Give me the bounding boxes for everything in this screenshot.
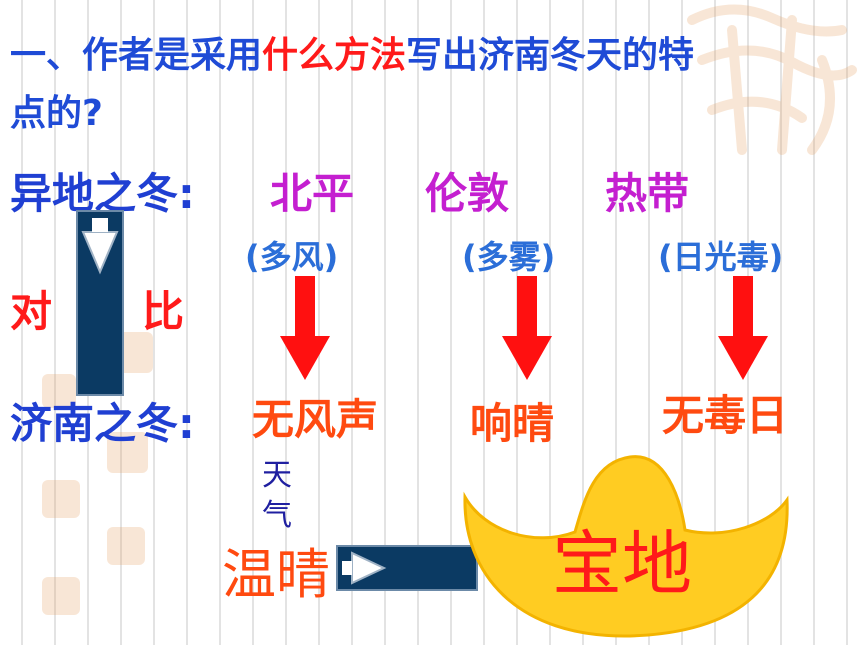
note-foggy: (多雾): [462, 238, 556, 276]
trait-mild-sun: 无毒日: [662, 391, 789, 440]
trait-sunny: 响晴: [470, 399, 555, 448]
right-arrow-icon: [336, 545, 478, 591]
contrast-right: 比: [142, 287, 185, 336]
city-london: 伦敦: [425, 169, 510, 218]
weather-char-1: 天: [262, 458, 292, 493]
arrow-down-icon: [718, 276, 768, 380]
contrast-left: 对: [10, 287, 53, 336]
other-places-label: 异地之冬:: [10, 169, 195, 218]
treasure-label: 宝地: [552, 523, 692, 605]
seal-stamp-icon: [42, 577, 80, 615]
weather-char-2: 气: [262, 498, 292, 533]
slide-title: 一、作者是采用什么方法写出济南冬天的特: [10, 28, 694, 84]
seal-stamp-icon: [42, 480, 80, 518]
note-sun: (日光毒): [658, 238, 784, 276]
weather-result: 温晴: [222, 543, 330, 606]
seal-stamp-icon: [107, 527, 145, 565]
trait-no-wind: 无风声: [252, 395, 379, 444]
note-windy: (多风): [245, 238, 339, 276]
arrow-down-icon: [280, 276, 330, 380]
seal-stamp-icon: [107, 432, 148, 473]
city-tropics: 热带: [605, 169, 690, 218]
arrow-down-icon: [502, 276, 552, 380]
slide-title-line2: 点的?: [10, 93, 103, 134]
title-prefix: 一、作者是采用: [10, 35, 263, 76]
title-suffix: 写出济南冬天的特: [406, 35, 695, 76]
title-highlight: 什么方法: [262, 35, 407, 76]
seal-stamp-icon: [42, 374, 76, 408]
gold-ingot-icon: [463, 455, 789, 638]
seal-stamp-icon: [687, 4, 857, 155]
down-arrow-icon: [76, 210, 124, 396]
city-beiping: 北平: [270, 169, 355, 218]
jinan-label: 济南之冬:: [10, 399, 195, 448]
